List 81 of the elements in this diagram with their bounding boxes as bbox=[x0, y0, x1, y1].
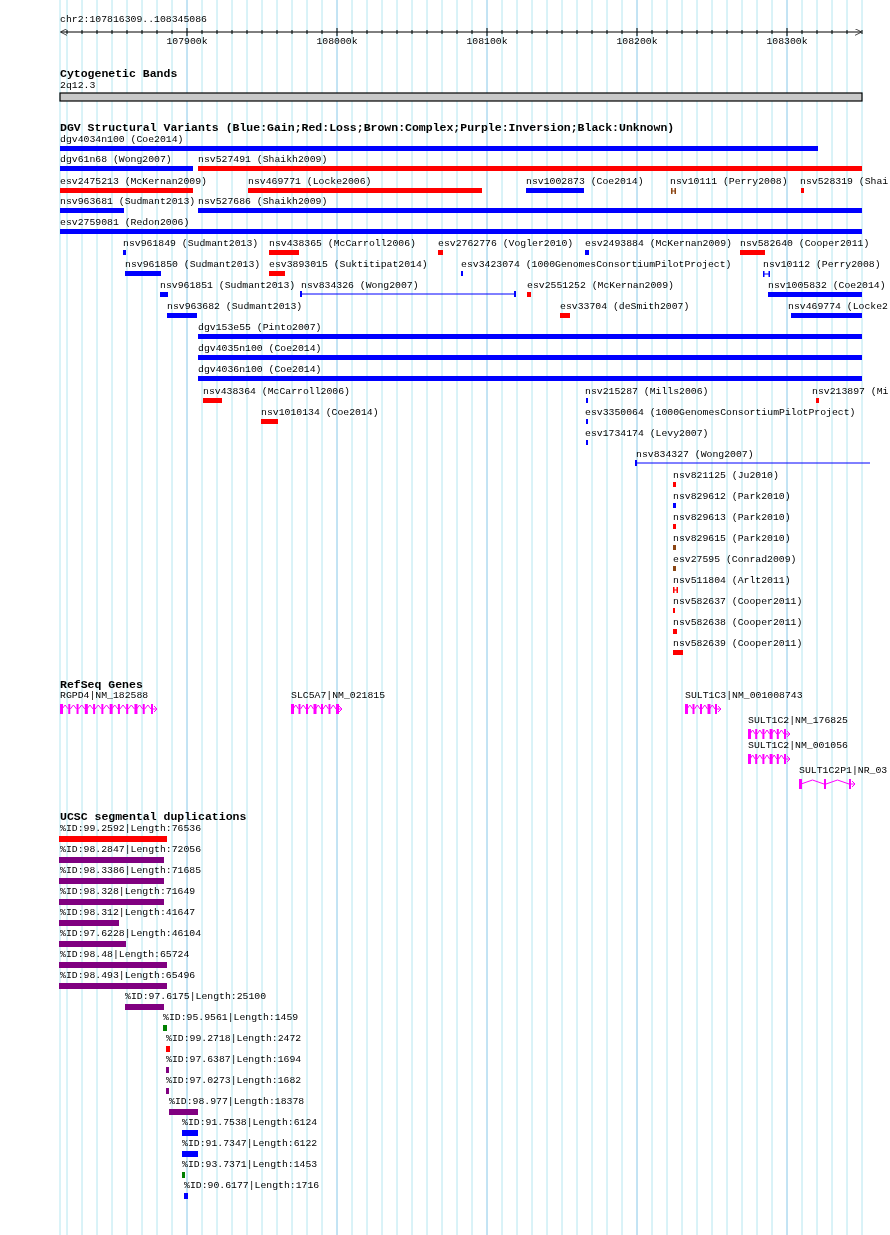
tick-label: 107900k bbox=[166, 36, 208, 48]
duplication-label: %ID:91.7347|Length:6122 bbox=[182, 1138, 318, 1150]
track-title: UCSC segmental duplications bbox=[60, 811, 247, 823]
feature-label: nsv582638 (Cooper2011) bbox=[673, 617, 803, 629]
duplication-label: %ID:98.3386|Length:71685 bbox=[60, 865, 202, 877]
feature-label: dgv4036n100 (Coe2014) bbox=[198, 364, 322, 376]
duplication-label: %ID:98.493|Length:65496 bbox=[60, 970, 196, 982]
duplication-label: %ID:97.0273|Length:1682 bbox=[166, 1075, 302, 1087]
gene-label: SULT1C2|NM_176825 bbox=[748, 715, 848, 727]
track-title: DGV Structural Variants (Blue:Gain;Red:Loss;Brown:Complex;Purple:Inversion;Black:Unknown) bbox=[60, 122, 675, 134]
feature-label: nsv582640 (Cooper2011) bbox=[740, 238, 870, 250]
feature-label: nsv829613 (Park2010) bbox=[673, 512, 791, 524]
duplication-label: %ID:97.6387|Length:1694 bbox=[166, 1054, 302, 1066]
gene-label: SLC5A7|NM_021815 bbox=[291, 690, 386, 702]
feature-label: nsv834327 (Wong2007) bbox=[636, 449, 754, 461]
duplication-label: %ID:98.48|Length:65724 bbox=[60, 949, 190, 961]
duplication-label: %ID:97.6175|Length:25100 bbox=[125, 991, 267, 1003]
feature-label: nsv213897 (Mi bbox=[812, 386, 889, 398]
feature-label: nsv829615 (Park2010) bbox=[673, 533, 791, 545]
feature-label: nsv963682 (Sudmant2013) bbox=[167, 301, 303, 313]
feature-label: nsv834326 (Wong2007) bbox=[301, 280, 419, 292]
feature-label: esv2493884 (McKernan2009) bbox=[585, 238, 732, 250]
feature-label: nsv961850 (Sudmant2013) bbox=[125, 259, 261, 271]
gene-label: SULT1C2|NM_001056 bbox=[748, 740, 848, 752]
feature-label: nsv1002873 (Coe2014) bbox=[526, 176, 644, 188]
feature-label: nsv215287 (Mills2006) bbox=[585, 386, 709, 398]
feature-label: nsv961851 (Sudmant2013) bbox=[160, 280, 296, 292]
feature-label: nsv528319 (Shai bbox=[800, 176, 889, 188]
feature-label: nsv1010134 (Coe2014) bbox=[261, 407, 379, 419]
feature-label: nsv469771 (Locke2006) bbox=[248, 176, 372, 188]
feature-label: dgv153e55 (Pinto2007) bbox=[198, 322, 322, 334]
feature-label: esv2759081 (Redon2006) bbox=[60, 217, 190, 229]
duplication-label: %ID:98.328|Length:71649 bbox=[60, 886, 196, 898]
tick-label: 108100k bbox=[466, 36, 508, 48]
gene-label: RGPD4|NM_182588 bbox=[60, 690, 149, 702]
duplication-label: %ID:99.2718|Length:2472 bbox=[166, 1033, 302, 1045]
feature-label: esv3350064 (1000GenomesConsortiumPilotProject) bbox=[585, 407, 856, 419]
feature-label: nsv963681 (Sudmant2013) bbox=[60, 196, 196, 208]
feature-label: nsv527686 (Shaikh2009) bbox=[198, 196, 328, 208]
duplication-label: %ID:90.6177|Length:1716 bbox=[184, 1180, 320, 1192]
duplication-label: %ID:95.9561|Length:1459 bbox=[163, 1012, 299, 1024]
feature-label: nsv821125 (Ju2010) bbox=[673, 470, 779, 482]
feature-label: dgv61n68 (Wong2007) bbox=[60, 154, 172, 166]
feature-label: nsv582639 (Cooper2011) bbox=[673, 638, 803, 650]
feature-label: nsv1005832 (Coe2014) bbox=[768, 280, 886, 292]
duplication-label: %ID:91.7538|Length:6124 bbox=[182, 1117, 318, 1129]
tick-label: 108200k bbox=[616, 36, 658, 48]
feature-label: dgv4035n100 (Coe2014) bbox=[198, 343, 322, 355]
feature-label: nsv527491 (Shaikh2009) bbox=[198, 154, 328, 166]
feature-label: nsv10111 (Perry2008) bbox=[670, 176, 788, 188]
duplication-label: %ID:97.6228|Length:46104 bbox=[60, 928, 202, 940]
feature-label: nsv961849 (Sudmant2013) bbox=[123, 238, 259, 250]
feature-label: nsv469774 (Locke2 bbox=[788, 301, 888, 313]
duplication-label: %ID:99.2592|Length:76536 bbox=[60, 823, 202, 835]
feature-label: esv2762776 (Vogler2010) bbox=[438, 238, 574, 250]
feature-label: esv1734174 (Levy2007) bbox=[585, 428, 709, 440]
feature-label: nsv10112 (Perry2008) bbox=[763, 259, 881, 271]
coordinate-label: chr2:107816309..108345086 bbox=[60, 14, 207, 26]
feature-label: esv3423074 (1000GenomesConsortiumPilotProject) bbox=[461, 259, 732, 271]
gene-label: SULT1C3|NM_001008743 bbox=[685, 690, 803, 702]
feature-label: nsv511804 (Arlt2011) bbox=[673, 575, 791, 587]
feature-label: esv2551252 (McKernan2009) bbox=[527, 280, 674, 292]
feature-label: esv2475213 (McKernan2009) bbox=[60, 176, 207, 188]
feature-label: nsv582637 (Cooper2011) bbox=[673, 596, 803, 608]
duplication-label: %ID:93.7371|Length:1453 bbox=[182, 1159, 318, 1171]
feature-label: nsv829612 (Park2010) bbox=[673, 491, 791, 503]
duplication-label: %ID:98.2847|Length:72056 bbox=[60, 844, 202, 856]
tick-label: 108000k bbox=[316, 36, 358, 48]
duplication-label: %ID:98.312|Length:41647 bbox=[60, 907, 196, 919]
feature-label: esv27595 (Conrad2009) bbox=[673, 554, 797, 566]
feature-label: nsv438364 (McCarroll2006) bbox=[203, 386, 350, 398]
duplication-label: %ID:98.977|Length:18378 bbox=[169, 1096, 305, 1108]
feature-label: dgv4034n100 (Coe2014) bbox=[60, 134, 184, 146]
track-title: Cytogenetic Bands bbox=[60, 68, 178, 80]
feature-label: esv33704 (deSmith2007) bbox=[560, 301, 690, 313]
tick-label: 108300k bbox=[766, 36, 808, 48]
feature-label: 2q12.3 bbox=[60, 80, 96, 92]
track-title: RefSeq Genes bbox=[60, 679, 143, 691]
feature-label: nsv438365 (McCarroll2006) bbox=[269, 238, 416, 250]
feature-label: esv3893015 (Suktitipat2014) bbox=[269, 259, 428, 271]
gene-label: SULT1C2P1|NR_03 bbox=[799, 765, 888, 777]
